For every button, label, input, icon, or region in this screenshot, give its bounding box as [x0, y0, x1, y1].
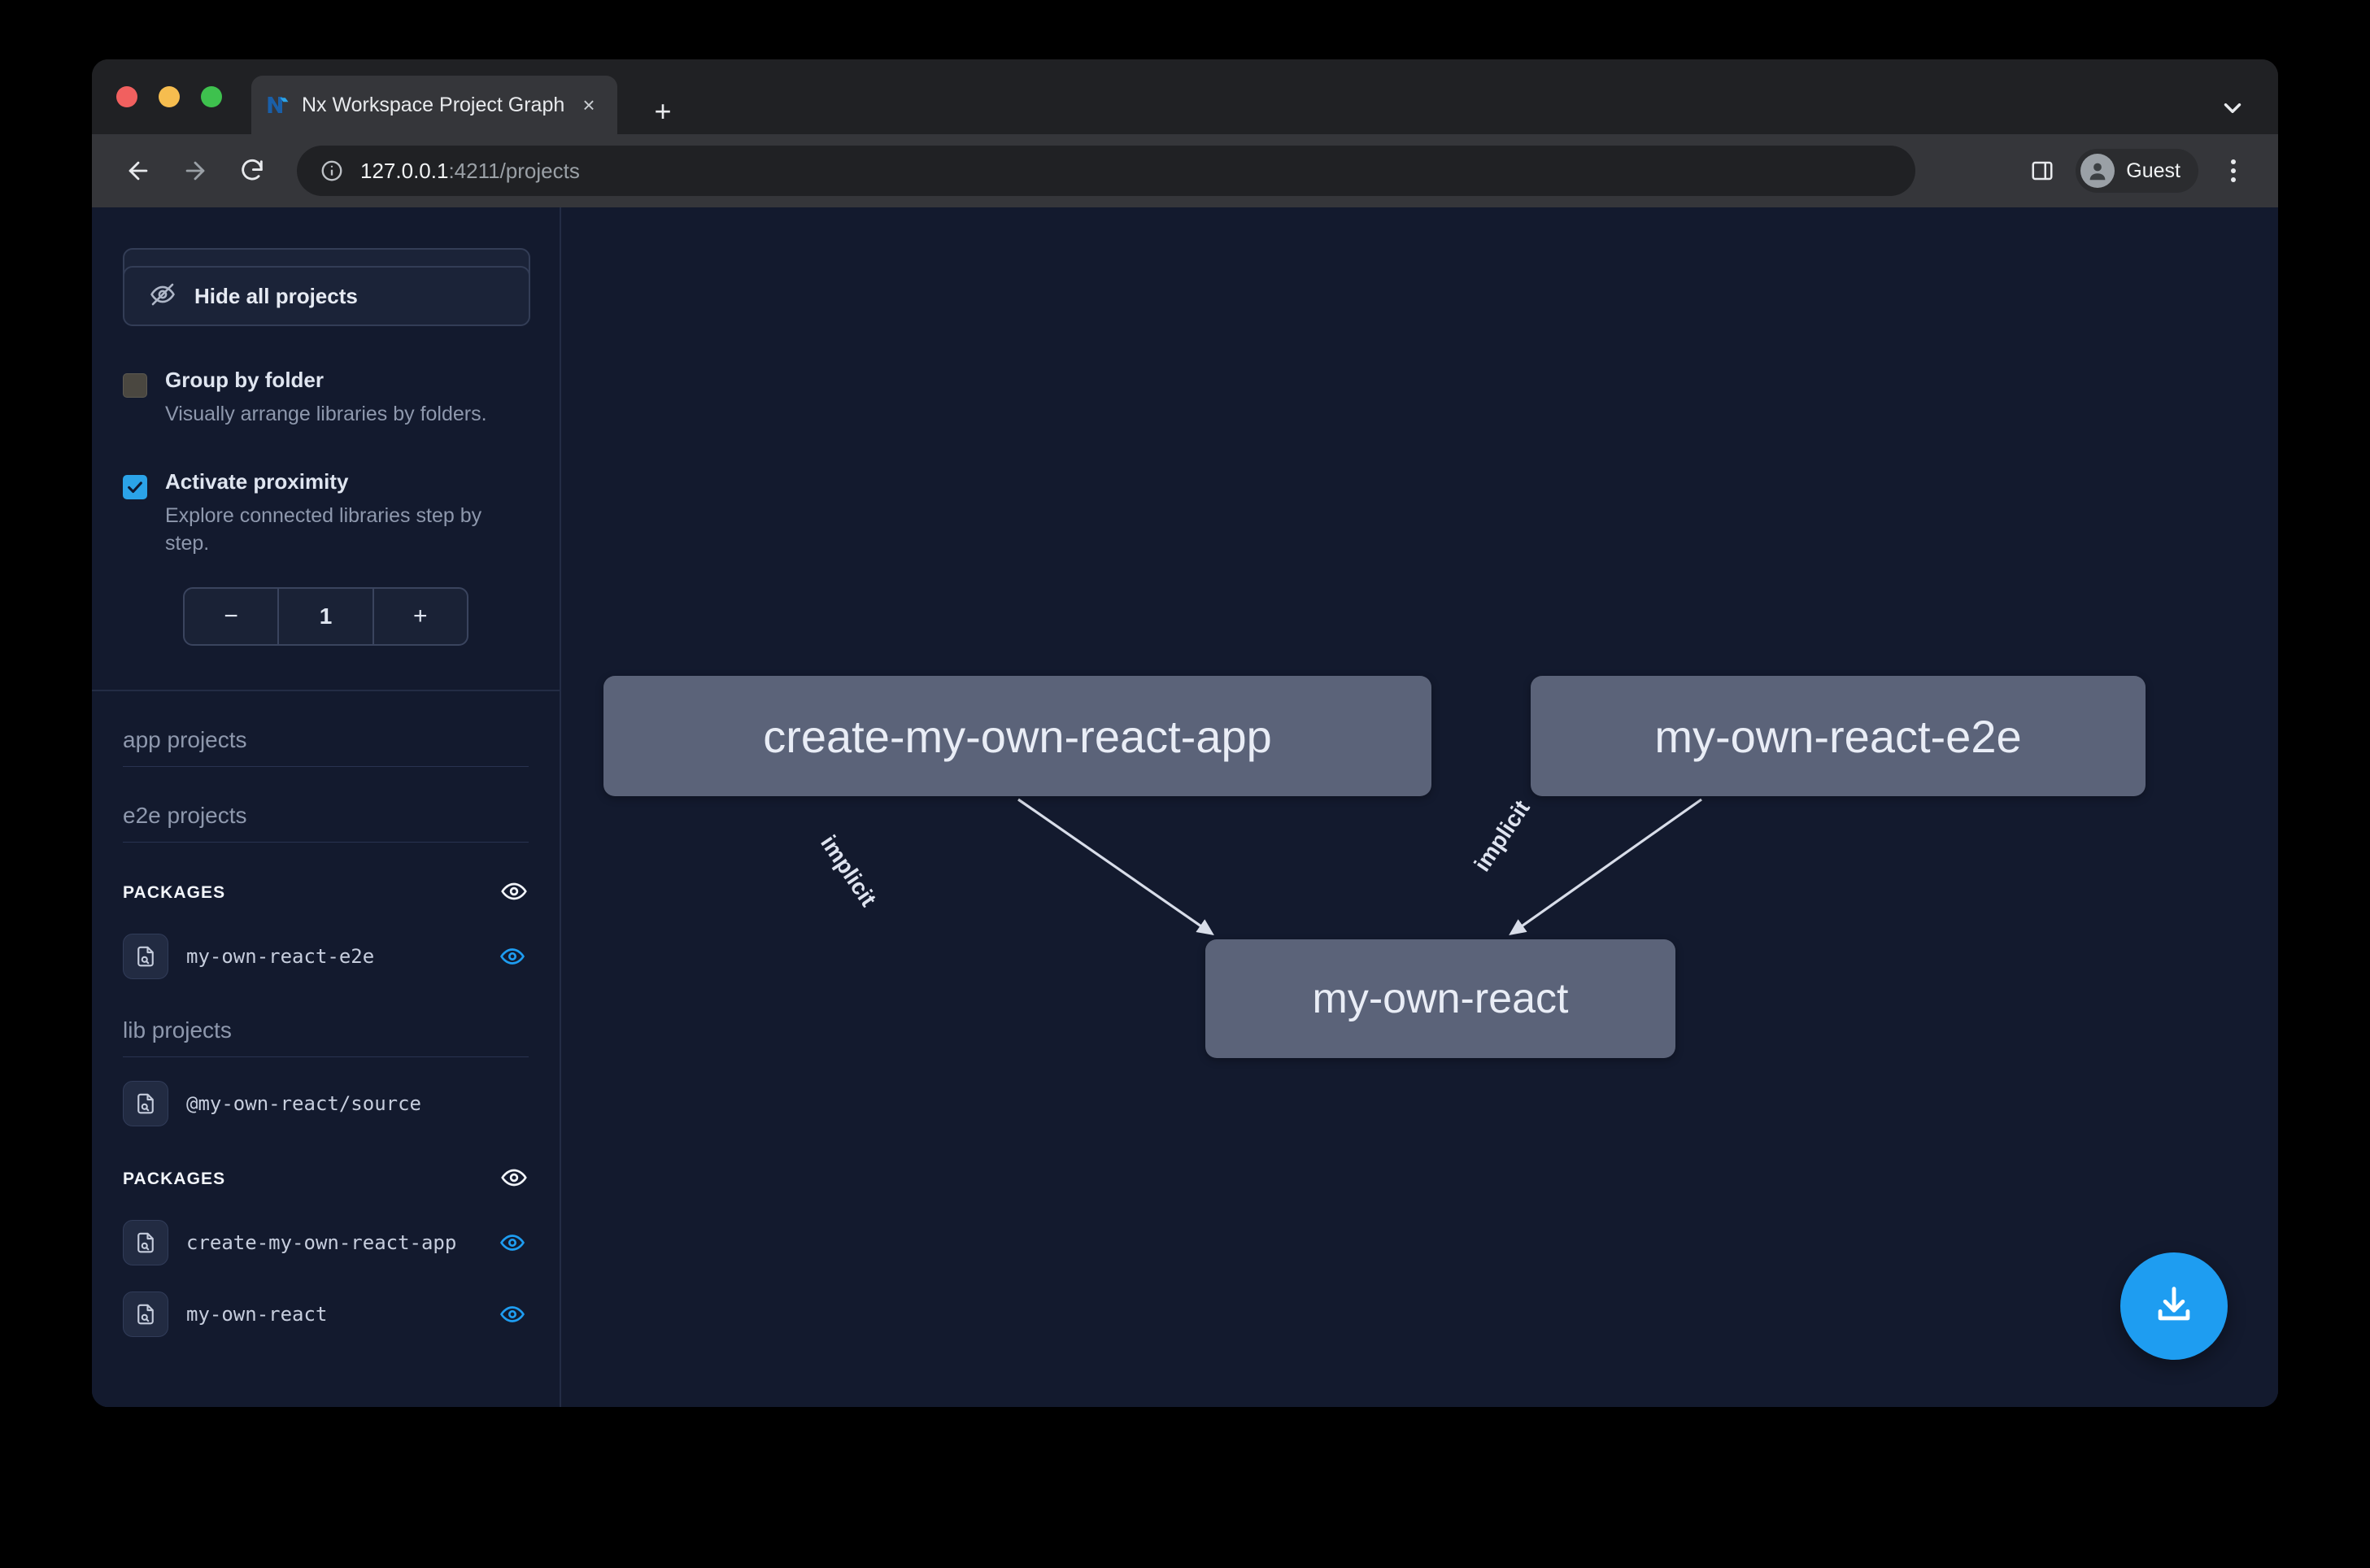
side-panel-icon[interactable]	[2020, 149, 2064, 193]
e2e-projects-heading: e2e projects	[123, 803, 529, 843]
graph-node-create-my-own-react-app[interactable]: create-my-own-react-app	[603, 676, 1431, 796]
packages-section-header-1[interactable]: PACKAGES	[123, 877, 529, 910]
toggle-visibility-icon[interactable]	[496, 1300, 529, 1328]
nx-logo-icon	[266, 93, 290, 117]
proximity-decrement-button[interactable]: −	[224, 602, 238, 629]
info-circle-icon[interactable]	[318, 157, 346, 185]
minimize-window-button[interactable]	[159, 86, 180, 107]
person-icon	[2080, 154, 2115, 188]
app-projects-heading: app projects	[123, 727, 529, 767]
file-search-icon	[123, 933, 168, 979]
list-item[interactable]: @my-own-react/source	[123, 1078, 529, 1129]
download-icon	[2150, 1281, 2198, 1332]
file-search-icon	[123, 1080, 168, 1126]
graph-node-my-own-react-e2e[interactable]: my-own-react-e2e	[1531, 676, 2146, 796]
packages-section-title: PACKAGES	[123, 883, 226, 903]
page-content: Hide all projects Group by folder Visual…	[92, 207, 2278, 1407]
sidebar-divider	[92, 689, 560, 691]
group-by-folder-option[interactable]: Group by folder Visually arrange librari…	[123, 368, 529, 428]
profile-button[interactable]: Guest	[2076, 149, 2198, 193]
eye-off-icon	[149, 281, 176, 312]
url-path: :4211/projects	[448, 158, 580, 183]
proximity-value: 1	[277, 588, 374, 644]
download-graph-button[interactable]	[2120, 1252, 2228, 1360]
project-name: @my-own-react/source	[186, 1091, 421, 1115]
activate-proximity-description: Explore connected libraries step by step…	[165, 503, 482, 555]
group-by-folder-checkbox[interactable]	[123, 373, 147, 398]
reload-icon[interactable]	[229, 147, 276, 194]
kebab-menu-icon[interactable]	[2211, 149, 2255, 193]
project-graph-canvas[interactable]: create-my-own-react-app my-own-react-e2e…	[561, 207, 2278, 1407]
url-text: 127.0.0.1:4211/projects	[360, 159, 580, 184]
hide-all-projects-label: Hide all projects	[194, 283, 358, 308]
group-by-folder-label: Group by folder	[165, 368, 324, 392]
toggle-visibility-icon[interactable]	[496, 943, 529, 970]
project-name: my-own-react-e2e	[186, 944, 375, 968]
list-item[interactable]: my-own-react	[123, 1289, 529, 1339]
address-bar[interactable]: 127.0.0.1:4211/projects	[297, 146, 1915, 196]
activate-proximity-option[interactable]: Activate proximity Explore connected lib…	[123, 470, 529, 558]
tab-title: Nx Workspace Project Graph	[302, 93, 565, 116]
proximity-increment-button[interactable]: +	[413, 602, 428, 629]
file-search-icon	[123, 1291, 168, 1337]
toggle-visibility-icon[interactable]	[496, 1229, 529, 1257]
group-by-folder-description: Visually arrange libraries by folders.	[165, 402, 487, 425]
close-tab-button[interactable]: ×	[582, 93, 595, 117]
profile-label: Guest	[2126, 159, 2180, 182]
eye-icon[interactable]	[499, 877, 529, 910]
window-controls	[116, 86, 222, 107]
toolbar-right-actions: Guest	[2020, 149, 2255, 193]
tab-strip: Nx Workspace Project Graph × +	[92, 59, 2278, 134]
eye-icon[interactable]	[499, 1163, 529, 1196]
project-name: my-own-react	[186, 1302, 328, 1326]
proximity-stepper[interactable]: − 1 +	[183, 586, 468, 646]
chevron-down-icon[interactable]	[2213, 92, 2252, 124]
file-search-icon	[123, 1219, 168, 1265]
hide-all-projects-button[interactable]: Hide all projects	[123, 266, 530, 326]
close-window-button[interactable]	[116, 86, 137, 107]
arrow-left-icon[interactable]	[115, 147, 162, 194]
browser-window: Nx Workspace Project Graph × +	[92, 59, 2278, 1407]
new-tab-button[interactable]: +	[654, 94, 672, 128]
project-name: create-my-own-react-app	[186, 1230, 457, 1254]
browser-toolbar: 127.0.0.1:4211/projects Guest	[92, 134, 2278, 207]
edge-e2e-to-my-own-react	[1509, 798, 1702, 936]
lib-projects-heading: lib projects	[123, 1017, 529, 1057]
maximize-window-button[interactable]	[201, 86, 222, 107]
graph-node-my-own-react[interactable]: my-own-react	[1205, 939, 1675, 1058]
list-item[interactable]: create-my-own-react-app	[123, 1217, 529, 1268]
browser-tab[interactable]: Nx Workspace Project Graph ×	[251, 76, 617, 134]
activate-proximity-checkbox[interactable]	[123, 475, 147, 500]
url-host: 127.0.0.1	[360, 158, 449, 183]
packages-section-title: PACKAGES	[123, 1169, 226, 1189]
activate-proximity-label: Activate proximity	[165, 469, 349, 494]
graph-edges	[1017, 798, 1702, 936]
packages-section-header-2[interactable]: PACKAGES	[123, 1163, 529, 1196]
list-item[interactable]: my-own-react-e2e	[123, 931, 529, 982]
edge-create-app-to-my-own-react	[1017, 798, 1214, 936]
arrow-right-icon[interactable]	[172, 147, 219, 194]
projects-sidebar[interactable]: Hide all projects Group by folder Visual…	[92, 207, 561, 1407]
